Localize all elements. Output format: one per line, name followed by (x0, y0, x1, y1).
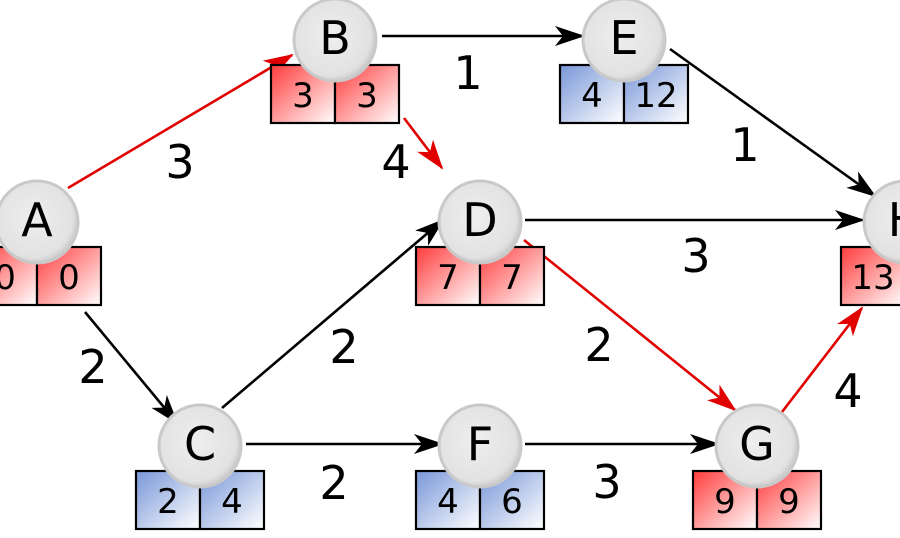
node-g: 9 9G (691, 403, 823, 531)
node-label: G (739, 417, 775, 471)
node-circle (157, 403, 243, 489)
edge-weight-c-d: 2 (329, 320, 358, 374)
node-h: 1313H (839, 179, 900, 307)
node-b: 3 3B (269, 0, 401, 125)
node-label: A (21, 193, 53, 247)
node-label: F (467, 417, 493, 471)
late-start-value: 3 (356, 76, 378, 116)
node-d: 7 7D (414, 179, 546, 307)
early-start-value: 7 (437, 258, 459, 298)
edges-layer (67, 26, 877, 454)
late-start-value: 6 (501, 482, 523, 522)
edge-weight-b-e: 1 (453, 46, 482, 100)
edge-b-d (402, 117, 444, 170)
node-label: C (184, 417, 216, 471)
node-e: 4 12 E (558, 0, 690, 125)
edge-weight-d-h: 3 (681, 229, 710, 283)
node-label: E (609, 11, 638, 65)
edge-e-h (669, 47, 877, 198)
early-start-value: 4 (581, 76, 603, 116)
node-circle (437, 179, 523, 265)
edge-a-b (67, 53, 294, 190)
late-start-value: 0 (58, 258, 80, 298)
node-circle (714, 403, 800, 489)
edge-weight-g-h: 4 (833, 364, 862, 418)
early-start-value: 0 (0, 258, 16, 298)
node-circle (437, 403, 523, 489)
late-start-value: 9 (778, 482, 800, 522)
node-circle (581, 0, 667, 83)
edge-weight-f-g: 3 (592, 455, 621, 509)
edge-weight-d-g: 2 (584, 318, 613, 372)
early-start-value: 3 (292, 76, 314, 116)
edge-d-g (523, 238, 737, 412)
edge-weight-c-f: 2 (319, 456, 348, 510)
node-c: 2 4C (134, 403, 266, 531)
edge-weight-b-d: 4 (381, 135, 410, 189)
early-start-value: 13 (851, 258, 894, 298)
late-start-value: 12 (634, 76, 677, 116)
late-start-value: 7 (501, 258, 523, 298)
edge-weight-e-h: 1 (730, 118, 759, 172)
edge-weight-a-b: 3 (165, 135, 194, 189)
early-start-value: 2 (157, 482, 179, 522)
edge-a-c (83, 311, 179, 425)
node-a: 0 0A (0, 179, 103, 307)
edge-c-d (221, 218, 445, 409)
edge-weight-a-c: 2 (78, 340, 107, 394)
node-label: H (888, 193, 900, 247)
node-f: 4 6F (414, 403, 546, 531)
node-circle (0, 179, 80, 265)
early-start-value: 9 (714, 482, 736, 522)
node-circle (292, 0, 378, 83)
edge-g-h (780, 306, 864, 413)
late-start-value: 4 (221, 482, 243, 522)
node-circle (862, 179, 900, 265)
early-start-value: 4 (437, 482, 459, 522)
node-label: B (319, 11, 351, 65)
node-label: D (462, 193, 497, 247)
